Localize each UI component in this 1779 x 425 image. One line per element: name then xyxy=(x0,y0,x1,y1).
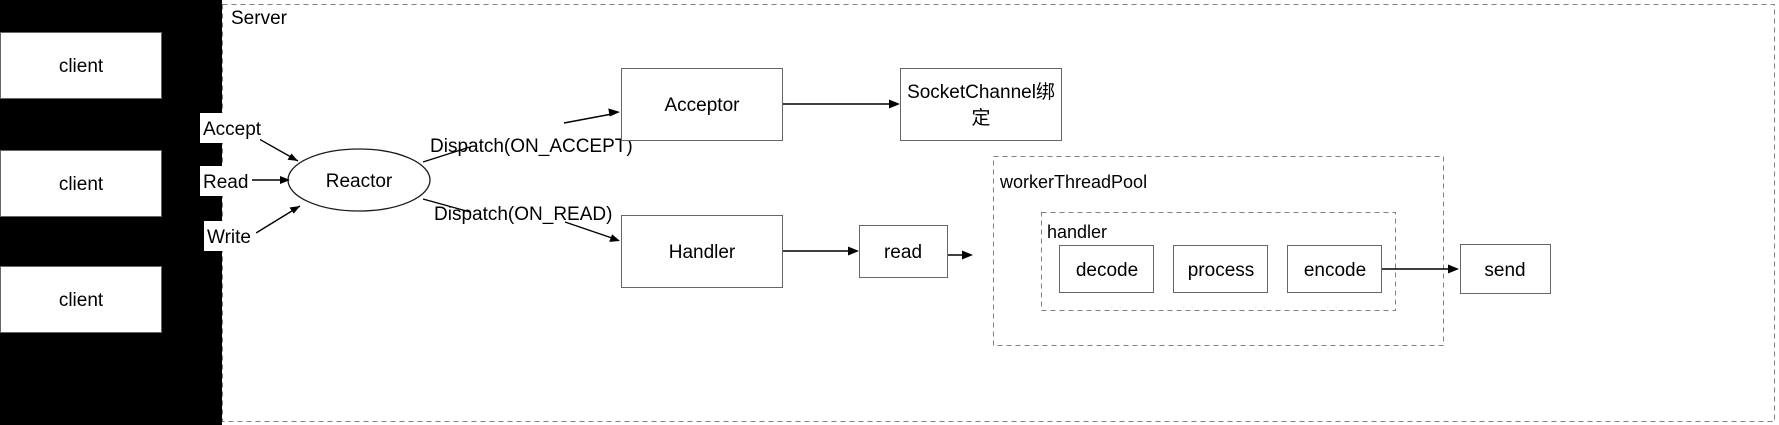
client-label-3: client xyxy=(59,290,104,311)
handler-label: Handler xyxy=(669,242,736,263)
write-arrowhead xyxy=(289,206,300,214)
acceptor-label: Acceptor xyxy=(665,95,741,116)
workerthreadpool-boundary xyxy=(993,156,1444,346)
accept-label: Accept xyxy=(203,119,262,140)
workerthreadpool-label: workerThreadPool xyxy=(999,172,1147,192)
accept-label-bg xyxy=(200,113,260,143)
dispatch-accept-arrowhead xyxy=(608,108,620,117)
dispatch-read-arrowhead xyxy=(609,234,620,242)
process-label: process xyxy=(1188,260,1255,281)
reactor-label: Reactor xyxy=(326,171,393,192)
dispatch-accept-label: Dispatch(ON_ACCEPT) xyxy=(430,136,633,157)
client-box-2[interactable] xyxy=(0,150,162,217)
dispatch-accept-line xyxy=(422,146,471,163)
server-label: Server xyxy=(231,8,288,29)
decode-label: decode xyxy=(1076,260,1138,281)
encode-to-send-arrowhead xyxy=(1448,264,1459,274)
read-arrowhead xyxy=(280,176,290,184)
dispatch-read-label: Dispatch(ON_READ) xyxy=(434,204,612,225)
read-box[interactable] xyxy=(859,225,948,278)
decode-box[interactable] xyxy=(1059,245,1154,293)
read-label: Read xyxy=(203,172,248,193)
handler-to-read-arrowhead xyxy=(848,246,859,256)
handler-group-label: handler xyxy=(1047,222,1107,242)
encode-box[interactable] xyxy=(1287,245,1382,293)
client-box-3[interactable] xyxy=(0,266,162,333)
socketchannel-box[interactable] xyxy=(900,68,1062,141)
accept-arrowhead xyxy=(287,153,298,161)
client-label-1: client xyxy=(59,56,104,77)
socketchannel-label-line1: SocketChannel绑 xyxy=(907,81,1055,103)
send-box[interactable] xyxy=(1460,244,1551,294)
handler-group-boundary xyxy=(1041,212,1396,311)
handler-box[interactable] xyxy=(621,215,783,288)
write-label-bg xyxy=(204,221,256,251)
send-label: send xyxy=(1484,260,1525,281)
server-boundary-outline xyxy=(222,4,1775,422)
encode-label: encode xyxy=(1304,260,1366,281)
dispatch-read-line xyxy=(422,198,471,213)
dispatch-accept-line-2 xyxy=(563,113,613,124)
process-box[interactable] xyxy=(1173,245,1268,293)
socketchannel-label-line2: 定 xyxy=(971,107,990,129)
acceptor-to-socketchannel-arrowhead xyxy=(889,99,900,109)
dispatch-read-line-2 xyxy=(564,221,613,239)
read-box-label: read xyxy=(884,242,922,263)
client-label-2: client xyxy=(59,174,104,195)
acceptor-box[interactable] xyxy=(621,68,783,141)
client-box-1[interactable] xyxy=(0,32,162,99)
read-to-pool-arrowhead xyxy=(962,250,973,260)
write-label: Write xyxy=(207,227,251,248)
read-label-bg xyxy=(200,166,252,196)
